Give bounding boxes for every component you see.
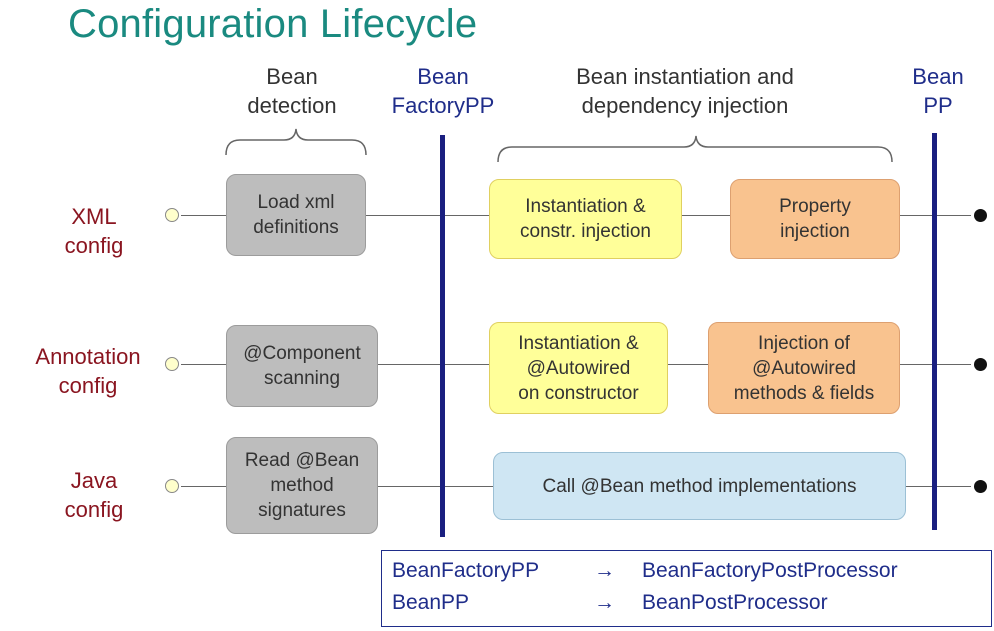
brace-bean-detection: [225, 128, 367, 156]
start-circle-annotation: [165, 357, 179, 371]
header-bean-pp: Bean PP: [896, 62, 980, 120]
end-dot-java: [974, 480, 987, 493]
legend-full-1: BeanFactoryPostProcessor: [642, 559, 898, 582]
box-read-bean-signatures-line3: signatures: [258, 500, 346, 521]
box-xml-instantiation-line2: constr. injection: [520, 221, 651, 242]
legend-abbr-1: BeanFactoryPP: [392, 559, 540, 582]
box-read-bean-signatures-line2: method: [270, 475, 334, 496]
box-autowired-injection-line2: @Autowired: [752, 357, 856, 379]
row-label-java-line2: config: [64, 497, 124, 522]
box-load-xml-line2: definitions: [253, 217, 339, 238]
box-property-injection-line2: injection: [780, 221, 850, 242]
row-label-java: Java config: [44, 466, 144, 524]
box-xml-instantiation: Instantiation & constr. injection: [489, 179, 682, 259]
box-call-bean-methods-text: Call @Bean method implementations: [542, 475, 857, 497]
bean-factory-pp-bar: [440, 135, 445, 537]
box-annotation-instantiation: Instantiation & @Autowired on constructo…: [489, 322, 668, 414]
box-annotation-instantiation-line1: Instantiation &: [518, 332, 639, 354]
start-circle-java: [165, 479, 179, 493]
row-label-annotation-line2: config: [58, 373, 118, 398]
legend-arrow-2: →: [594, 591, 615, 614]
brace-instantiation: [497, 135, 893, 163]
end-dot-annotation: [974, 358, 987, 371]
header-bean-factory-pp: Bean FactoryPP: [383, 62, 503, 120]
start-circle-xml: [165, 208, 179, 222]
box-autowired-injection-line3: methods & fields: [733, 382, 875, 404]
header-bean-factory-pp-line1: Bean: [417, 64, 469, 89]
header-bean-factory-pp-line2: FactoryPP: [391, 93, 495, 118]
row-label-annotation: Annotation config: [22, 342, 154, 400]
end-dot-xml: [974, 209, 987, 222]
box-xml-instantiation-line1: Instantiation &: [525, 196, 646, 217]
box-autowired-injection-line1: Injection of: [758, 332, 850, 354]
box-call-bean-methods: Call @Bean method implementations: [493, 452, 906, 520]
box-load-xml-line1: Load xml: [257, 192, 335, 213]
bean-pp-bar: [932, 133, 937, 530]
legend-arrow-1: →: [594, 559, 615, 582]
page-title: Configuration Lifecycle: [68, 2, 478, 46]
legend-full-2: BeanPostProcessor: [642, 591, 828, 614]
row-label-annotation-line1: Annotation: [35, 344, 141, 369]
row-label-java-line1: Java: [70, 468, 118, 493]
header-instantiation-line1: Bean instantiation and: [576, 64, 794, 89]
header-instantiation-line2: dependency injection: [581, 93, 789, 118]
legend-abbr-2: BeanPP: [392, 591, 470, 614]
box-load-xml-definitions: Load xml definitions: [226, 174, 366, 256]
legend-box: BeanFactoryPP → BeanFactoryPostProcessor…: [381, 550, 992, 627]
box-component-scanning-line2: scanning: [263, 368, 341, 389]
header-bean-detection: Bean detection: [222, 62, 362, 120]
row-label-xml-line2: config: [64, 233, 124, 258]
box-component-scanning: @Component scanning: [226, 325, 378, 407]
box-annotation-instantiation-line2: @Autowired: [526, 357, 631, 379]
row-label-xml-line1: XML: [71, 204, 117, 229]
row-label-xml: XML config: [44, 202, 144, 260]
header-bean-detection-line2: detection: [247, 93, 337, 118]
header-bean-pp-line1: Bean: [912, 64, 964, 89]
header-instantiation: Bean instantiation and dependency inject…: [540, 62, 830, 120]
header-bean-detection-line1: Bean: [266, 64, 318, 89]
box-read-bean-signatures-line1: Read @Bean: [244, 450, 360, 471]
box-read-bean-signatures: Read @Bean method signatures: [226, 437, 378, 534]
box-autowired-injection: Injection of @Autowired methods & fields: [708, 322, 900, 414]
box-annotation-instantiation-line3: on constructor: [518, 382, 639, 404]
box-property-injection: Property injection: [730, 179, 900, 259]
box-component-scanning-line1: @Component: [243, 343, 361, 364]
box-property-injection-line1: Property: [779, 196, 851, 217]
header-bean-pp-line2: PP: [923, 93, 953, 118]
